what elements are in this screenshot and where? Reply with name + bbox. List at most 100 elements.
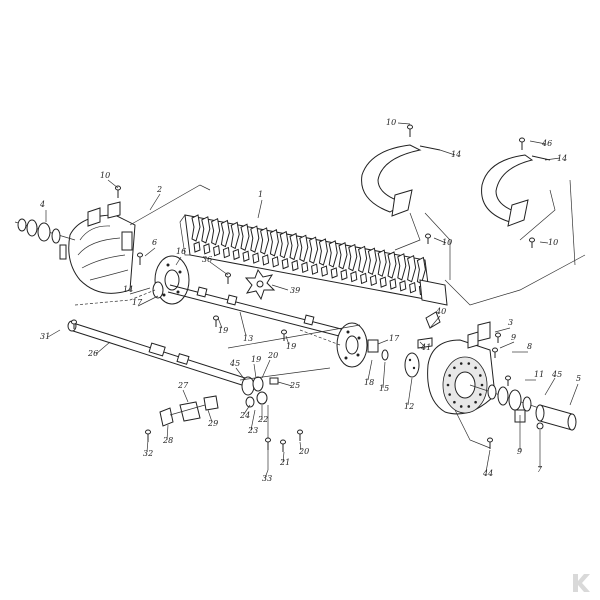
part-label-16: 16 [176, 247, 186, 256]
tine [299, 234, 309, 263]
leader-line [529, 140, 547, 145]
bolt-head [487, 437, 493, 443]
leader-line [95, 341, 111, 355]
part-label-27: 27 [177, 381, 189, 390]
tine-holder [399, 280, 407, 292]
leader-line [137, 295, 159, 307]
gear-tooth [446, 383, 450, 387]
leader-line [377, 339, 389, 345]
tine [260, 227, 270, 255]
tine [407, 254, 417, 283]
guide-track-right [481, 154, 551, 227]
bolt-head [213, 315, 219, 321]
tine [191, 214, 201, 242]
tine-holder [379, 276, 387, 288]
tine [348, 243, 358, 272]
bolt-head [407, 124, 413, 130]
part-label-14-top-mid: 14 [451, 150, 461, 159]
tine-bar-assembly [179, 214, 448, 306]
leader-line [499, 341, 515, 349]
leader-line [544, 157, 561, 161]
leader-line [243, 404, 251, 415]
leader-line [261, 359, 271, 379]
bolt-head [529, 237, 535, 243]
assembly-reference-lines [74, 179, 586, 470]
tine-holder [193, 241, 201, 253]
tine [289, 232, 299, 261]
tine-holder [232, 248, 240, 261]
fasteners [71, 124, 535, 452]
lower-brackets [159, 395, 219, 427]
tine-holder [409, 281, 417, 294]
leader-line [429, 315, 441, 329]
part-label-29: 29 [207, 419, 218, 428]
leader-line [282, 451, 285, 463]
gear-tooth [480, 383, 484, 387]
leader-line [397, 122, 411, 125]
leader-line [129, 287, 151, 295]
tine [387, 251, 397, 279]
part-label-39: 39 [290, 286, 300, 295]
part-label-21: 21 [279, 458, 290, 467]
tine [416, 256, 426, 285]
tine-holder [262, 254, 270, 266]
leader-line [47, 329, 61, 338]
part-label-32: 32 [143, 449, 153, 458]
part-label-31: 31 [40, 332, 50, 341]
part-label-13: 13 [243, 334, 253, 343]
part-label-9-lower: 9 [517, 447, 522, 456]
gear-tooth [453, 400, 456, 404]
drive-bearing-group [404, 311, 441, 378]
part-label-3: 3 [508, 318, 513, 327]
bolt-head [265, 437, 271, 443]
gear-tooth [467, 362, 471, 365]
part-label-24: 24 [239, 411, 250, 420]
gear-tooth [474, 400, 477, 404]
tine-holder [222, 246, 230, 259]
gear-tooth [448, 374, 451, 377]
part-label-19-mid: 19 [286, 342, 296, 351]
part-label-10-mid-right: 10 [548, 238, 558, 247]
kramp-k-logo-icon [573, 574, 590, 592]
bolt-head [495, 332, 501, 338]
bolt-head [492, 347, 498, 353]
leader-line [407, 377, 413, 406]
bolt-head [297, 429, 303, 435]
tine-holder [369, 274, 377, 287]
gear-tooth [459, 362, 463, 365]
leader-line [285, 335, 290, 346]
part-label-46: 46 [541, 139, 552, 148]
left-cam-disc [152, 255, 190, 305]
tine [338, 242, 348, 270]
leader-line [271, 284, 289, 291]
part-number-labels: 1 2 10 4 6 16 14 17 36 39 19 13 19 31 26… [39, 118, 581, 483]
tine [250, 225, 260, 253]
leader-line [367, 359, 373, 381]
leader-line [419, 341, 426, 348]
tine-holder [271, 256, 279, 268]
gear-tooth [448, 393, 451, 396]
part-label-44: 44 [482, 469, 493, 478]
leader-line [494, 327, 511, 333]
part-label-20-lower: 20 [298, 447, 309, 456]
bolt-head [145, 429, 151, 435]
right-shaft-stack [469, 384, 577, 431]
bolt-head [71, 319, 77, 325]
tine-holder [242, 250, 250, 262]
gear-tooth [479, 393, 482, 396]
part-label-17-left: 17 [132, 298, 143, 307]
part-label-17-mid: 17 [389, 334, 400, 343]
part-label-1: 1 [258, 190, 263, 199]
leader-line [250, 409, 256, 431]
tine [328, 240, 338, 268]
leader-line [539, 241, 549, 244]
right-end-housing [427, 321, 496, 415]
part-label-10-top-left: 10 [100, 171, 110, 180]
tine [269, 229, 279, 257]
part-label-45-lower: 45 [229, 359, 240, 368]
part-label-23: 23 [247, 426, 258, 435]
bolt-head [519, 137, 525, 143]
part-label-15: 15 [379, 384, 389, 393]
tine-holder [252, 252, 260, 264]
